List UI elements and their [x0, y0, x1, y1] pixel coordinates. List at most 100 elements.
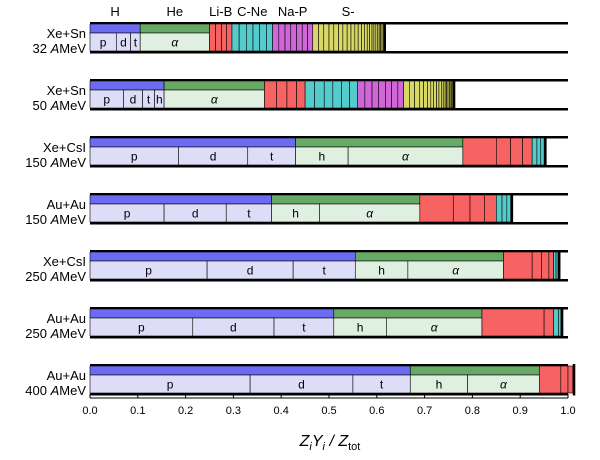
- c-ne-element-segment: [304, 80, 315, 109]
- isotope-label-d: d: [130, 93, 137, 107]
- li-b-element-segment: [209, 23, 217, 52]
- c-ne-element-segment: [323, 80, 334, 109]
- row-label-energy: 400 AMeV: [25, 383, 86, 398]
- isotope-label-p: p: [145, 264, 152, 278]
- li-b-element-segment: [226, 23, 233, 52]
- isotope-label-h: h: [292, 207, 299, 221]
- row-bottom-rule: [90, 336, 568, 339]
- li-b-element-segment: [264, 80, 277, 109]
- row-top-rule: [90, 364, 568, 367]
- na-p-element-segment: [290, 23, 297, 52]
- row-label-reaction: Au+Au: [47, 311, 86, 326]
- isotope-label-h: h: [436, 378, 443, 392]
- s-heavy-element-segment: [323, 23, 330, 52]
- group-header-cne: C-Ne: [237, 4, 267, 19]
- c-ne-element-segment: [259, 23, 267, 52]
- row-end-marker: [383, 22, 386, 54]
- li-b-element-segment: [286, 80, 297, 109]
- li-b-element-segment: [539, 365, 562, 394]
- na-p-element-segment: [307, 23, 314, 52]
- s-heavy-element-segment: [357, 23, 362, 52]
- c-ne-element-segment: [495, 194, 503, 223]
- c-ne-element-segment: [531, 137, 538, 166]
- row-top-rule: [90, 250, 568, 253]
- hydrogen-group-band: [89, 251, 356, 262]
- x-tick-label: 0.9: [513, 405, 528, 417]
- s-heavy-element-segment: [423, 80, 428, 109]
- na-p-element-segment: [378, 80, 386, 109]
- s-heavy-element-segment: [427, 80, 432, 109]
- isotope-label-h: h: [357, 321, 364, 335]
- s-heavy-element-segment: [414, 80, 420, 109]
- x-axis-label: ZiYi / Ztot: [299, 433, 361, 453]
- li-b-element-segment: [560, 365, 569, 394]
- s-heavy-element-segment: [361, 23, 365, 52]
- c-ne-element-segment: [536, 137, 542, 166]
- x-tick-label: 0.3: [226, 405, 241, 417]
- li-b-element-segment: [567, 365, 574, 394]
- s-heavy-element-segment: [366, 23, 370, 52]
- s-heavy-element-segment: [333, 23, 339, 52]
- isotope-label-t: t: [247, 207, 251, 221]
- row-bottom-rule: [90, 51, 568, 54]
- isotope-label-p: p: [100, 36, 107, 50]
- x-tick-label: 0.0: [82, 405, 97, 417]
- c-ne-element-segment: [540, 137, 545, 166]
- c-ne-element-segment: [238, 23, 247, 52]
- row-bottom-rule: [90, 222, 568, 225]
- li-b-element-segment: [276, 80, 288, 109]
- isotope-label-h: h: [378, 264, 385, 278]
- na-p-element-segment: [385, 80, 392, 109]
- isotope-label-t: t: [134, 36, 138, 50]
- row-end-marker: [572, 364, 576, 396]
- isotope-label-p: p: [131, 150, 138, 164]
- s-heavy-element-segment: [369, 23, 373, 52]
- row-label-energy: 250 AMeV: [25, 269, 86, 284]
- row-top-rule: [90, 193, 568, 196]
- isotope-label-t: t: [270, 150, 274, 164]
- helium-group-band: [333, 308, 483, 319]
- isotope-label-alpha: α: [366, 207, 374, 221]
- na-p-element-segment: [284, 23, 292, 52]
- x-tick-label: 0.1: [130, 405, 145, 417]
- isotope-label-t: t: [323, 264, 327, 278]
- s-heavy-element-segment: [328, 23, 335, 52]
- group-header-lib: Li-B: [209, 4, 232, 19]
- li-b-element-segment: [215, 23, 222, 52]
- na-p-element-segment: [371, 80, 380, 109]
- isotope-label-alpha: α: [452, 264, 460, 278]
- c-ne-element-segment: [332, 80, 342, 109]
- isotope-label-alpha: α: [211, 93, 219, 107]
- row-label-reaction: Au+Au: [47, 197, 86, 212]
- li-b-element-segment: [296, 80, 306, 109]
- x-tick-label: 0.4: [274, 405, 289, 417]
- hydrogen-group-band: [89, 23, 141, 34]
- row-bottom-rule: [90, 108, 568, 111]
- isotope-label-d: d: [192, 207, 199, 221]
- c-ne-element-segment: [506, 194, 511, 223]
- s-heavy-element-segment: [354, 23, 359, 52]
- x-tick-label: 0.5: [321, 405, 336, 417]
- c-ne-element-segment: [231, 23, 240, 52]
- isotope-label-d: d: [120, 36, 127, 50]
- row-end-marker: [544, 136, 547, 168]
- li-b-element-segment: [419, 194, 454, 223]
- na-p-element-segment: [397, 80, 404, 109]
- hydrogen-group-band: [89, 194, 272, 205]
- helium-group-band: [295, 137, 464, 148]
- isotope-label-h: h: [156, 93, 163, 107]
- hydrogen-group-band: [89, 365, 411, 376]
- s-heavy-element-segment: [419, 80, 424, 109]
- li-b-element-segment: [462, 137, 497, 166]
- s-heavy-element-segment: [342, 23, 348, 52]
- row-label-energy: 150 AMeV: [25, 212, 86, 227]
- helium-group-band: [163, 80, 265, 91]
- row-top-rule: [90, 136, 568, 139]
- isotope-label-d: d: [210, 150, 217, 164]
- isotope-label-t: t: [147, 93, 151, 107]
